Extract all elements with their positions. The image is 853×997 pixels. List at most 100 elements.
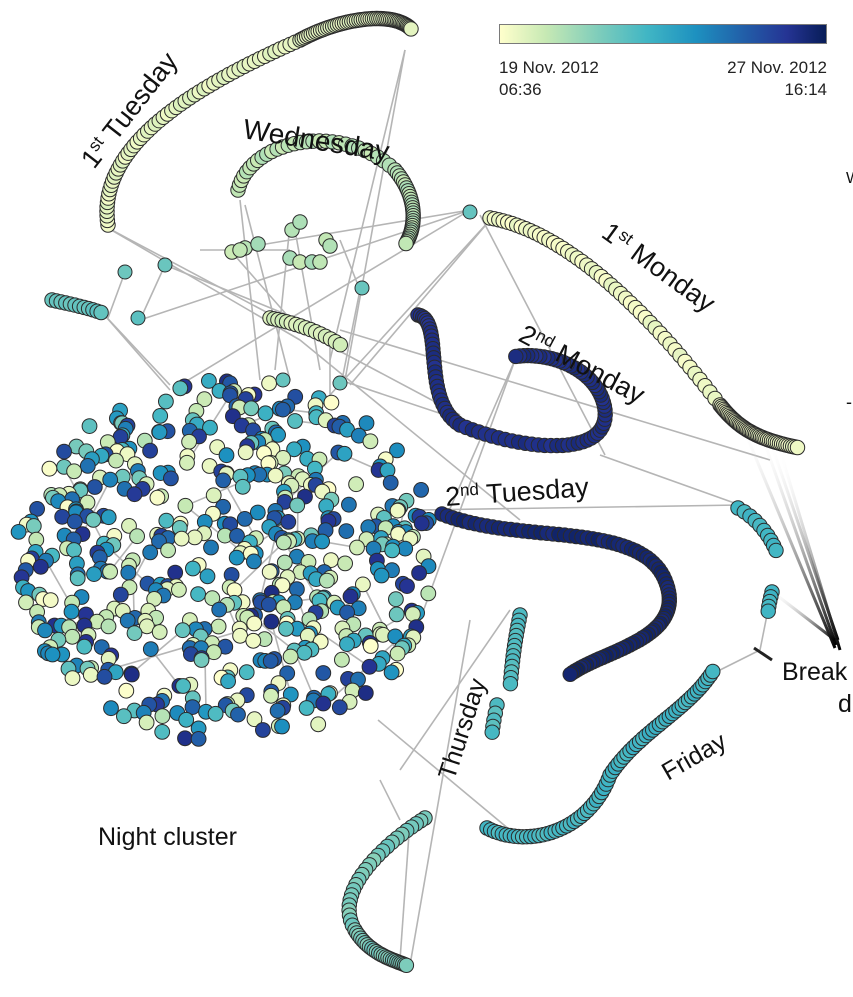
colorbar-end-time: 16:14 — [784, 80, 827, 99]
cluster-node — [337, 555, 354, 572]
cluster-node — [261, 375, 278, 392]
cluster-node — [310, 716, 327, 733]
cluster-node — [358, 415, 375, 432]
cluster-node — [121, 518, 137, 534]
cluster-node — [289, 581, 305, 598]
cluster-node — [331, 699, 348, 716]
cluster-node — [102, 563, 118, 580]
cluster-node — [79, 458, 96, 474]
edge — [299, 339, 521, 521]
edge — [229, 209, 471, 251]
cluster-node — [338, 523, 355, 539]
cluster-node — [319, 572, 335, 589]
edge — [139, 264, 166, 321]
colorbar-start-time: 06:36 — [499, 80, 542, 99]
cluster-node — [29, 501, 45, 517]
chain-node-2nd-tuesday — [562, 666, 578, 682]
cluster-node — [355, 576, 371, 593]
cluster-node — [205, 487, 222, 504]
edge — [239, 199, 261, 381]
chain-node-friday — [705, 663, 721, 680]
cluster-node — [96, 668, 113, 685]
cluster-node — [263, 687, 279, 704]
cluster-node — [172, 380, 189, 397]
chain-node-misc — [312, 254, 328, 270]
cluster-node — [420, 585, 437, 602]
chain-node-misc — [292, 214, 308, 230]
chain-node-friday — [760, 603, 776, 619]
cluster-node — [336, 445, 353, 462]
cluster-node — [56, 443, 72, 460]
cluster-node — [41, 460, 58, 477]
cluster-node — [86, 566, 102, 582]
cluster-node — [129, 528, 146, 545]
cluster-node — [215, 472, 232, 489]
breakfast-edge — [738, 419, 837, 649]
label-friday: Friday — [657, 727, 732, 786]
cluster-node — [389, 442, 405, 459]
edge — [179, 209, 471, 386]
cluster-node — [18, 594, 34, 611]
cluster-node — [142, 641, 159, 657]
colorbar-start-date: 19 Nov. 2012 — [499, 58, 599, 77]
cluster-node — [413, 515, 430, 532]
cluster-node — [69, 570, 86, 587]
cluster-node — [278, 620, 294, 637]
cluster-node — [334, 651, 350, 668]
cluster-node — [81, 418, 98, 435]
chain-node-misc — [250, 236, 266, 252]
cluster-node — [158, 393, 174, 410]
cluster-node — [270, 427, 287, 443]
cluster-node — [102, 471, 119, 488]
cluster-node — [348, 476, 365, 493]
cluster-node — [399, 578, 415, 594]
chain-node-misc — [157, 257, 173, 273]
cluster-node — [357, 685, 374, 701]
edge — [329, 219, 491, 396]
edge — [99, 309, 171, 391]
edge — [294, 229, 321, 371]
cluster-node — [210, 618, 227, 635]
cluster-node — [158, 512, 175, 529]
cluster-node — [234, 478, 251, 495]
cluster-node — [382, 474, 399, 491]
edge — [479, 214, 606, 456]
cluster-node — [37, 622, 53, 639]
cluster-node — [120, 564, 137, 581]
cluster-node — [179, 454, 195, 471]
cluster-node — [66, 513, 83, 530]
cluster-node — [185, 560, 201, 577]
cluster-node — [289, 497, 306, 514]
cluster-node — [86, 479, 103, 495]
cluster-node — [298, 700, 315, 716]
cluster-node — [243, 400, 260, 417]
cluster-node — [177, 497, 194, 514]
chain-node-1st-monday — [789, 439, 806, 456]
edge — [409, 619, 471, 966]
cluster-node — [262, 653, 279, 669]
cluster-node — [193, 652, 210, 668]
chain-node-friday — [768, 542, 784, 559]
cluster-node — [64, 670, 81, 686]
cluster-node — [207, 705, 224, 722]
cluster-node — [186, 529, 203, 546]
chain-node-1st-tuesday — [403, 21, 419, 37]
cluster-node — [384, 542, 401, 559]
cluster-edge — [107, 644, 194, 671]
breakfast-edges — [738, 419, 842, 662]
edge — [419, 359, 516, 621]
chain-node-misc — [332, 337, 348, 353]
chain-node-misc — [462, 204, 478, 220]
cluster-node — [349, 539, 365, 556]
cluster-node — [276, 554, 293, 571]
cluster-node — [229, 528, 245, 544]
cluster-node — [257, 405, 274, 422]
cluster-node — [163, 470, 179, 487]
cluster-node — [10, 524, 27, 540]
cluster-node — [411, 565, 428, 581]
cluster-node — [116, 708, 132, 725]
cluster-node — [171, 581, 187, 598]
edge — [339, 239, 361, 291]
cluster-node — [362, 433, 379, 450]
